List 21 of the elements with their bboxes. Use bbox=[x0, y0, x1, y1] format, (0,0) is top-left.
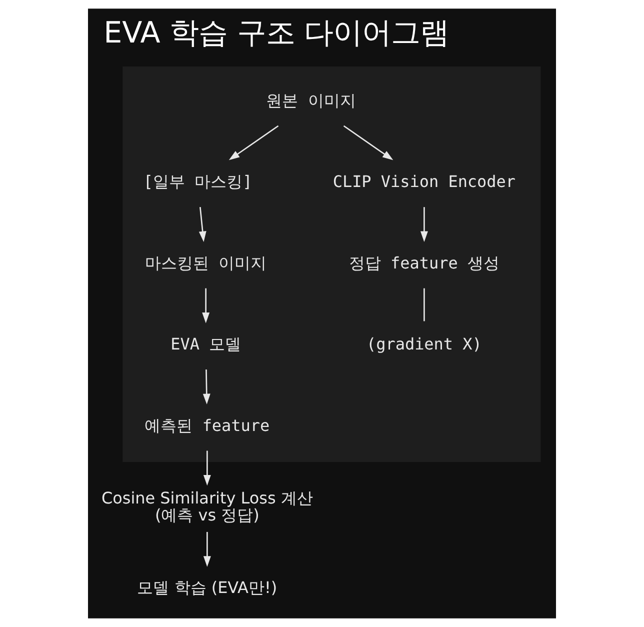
arrow bbox=[203, 450, 211, 486]
node-text: Cosine Similarity Loss 계산 (예측 vs 정답) bbox=[101, 488, 313, 525]
arrow bbox=[228, 125, 279, 160]
arrow bbox=[343, 125, 394, 160]
node-text: 원본 이미지 bbox=[266, 90, 356, 110]
arrow bbox=[420, 207, 428, 242]
node-text: 예측된 feature bbox=[144, 416, 270, 435]
arrow bbox=[202, 370, 210, 404]
arrow bbox=[202, 288, 210, 324]
node-text: CLIP Vision Encoder bbox=[332, 172, 516, 192]
connector bbox=[424, 288, 425, 322]
node-text: 모델 학습 (EVA만!) bbox=[137, 578, 278, 598]
node-text: EVA 모델 bbox=[170, 334, 242, 354]
diagram-title: EVA 학습 구조 다이어그램 bbox=[104, 16, 450, 50]
node-text: 정답 feature 생성 bbox=[348, 253, 500, 272]
arrow bbox=[203, 532, 211, 567]
node-text: [일부 마스킹] bbox=[143, 172, 252, 192]
node-text: 마스킹된 이미지 bbox=[145, 253, 267, 272]
arrow bbox=[198, 207, 206, 242]
node-text: (gradient X) bbox=[366, 334, 482, 354]
cluster bbox=[122, 66, 541, 462]
